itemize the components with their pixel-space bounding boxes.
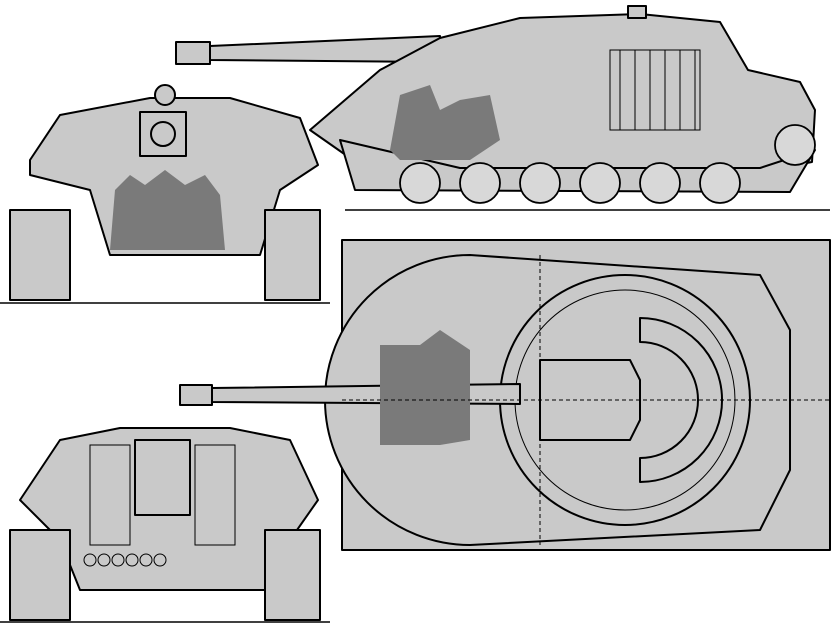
muzzle-brake [179, 384, 213, 406]
cupola [154, 84, 176, 106]
ammo-rounds [83, 553, 167, 567]
crew-figures [390, 85, 500, 160]
left-track [9, 529, 71, 621]
carousel-magazine [639, 317, 723, 483]
front-view [0, 84, 330, 304]
crew-figures [380, 330, 470, 445]
left-track [9, 209, 71, 301]
right-track [264, 529, 321, 621]
right-track [264, 209, 321, 301]
road-wheels [399, 124, 816, 204]
gun-bore [150, 121, 176, 147]
crew-figures [110, 170, 225, 250]
rear-view [0, 427, 330, 623]
ammo-racks [609, 49, 701, 131]
gun-barrel [211, 383, 521, 405]
hull-front [29, 97, 319, 256]
gun-breech [134, 439, 191, 516]
top-view [179, 239, 831, 551]
muzzle-brake [175, 41, 211, 65]
side-view [175, 5, 830, 211]
cupola [627, 5, 647, 19]
ammo-tubes [89, 444, 236, 546]
